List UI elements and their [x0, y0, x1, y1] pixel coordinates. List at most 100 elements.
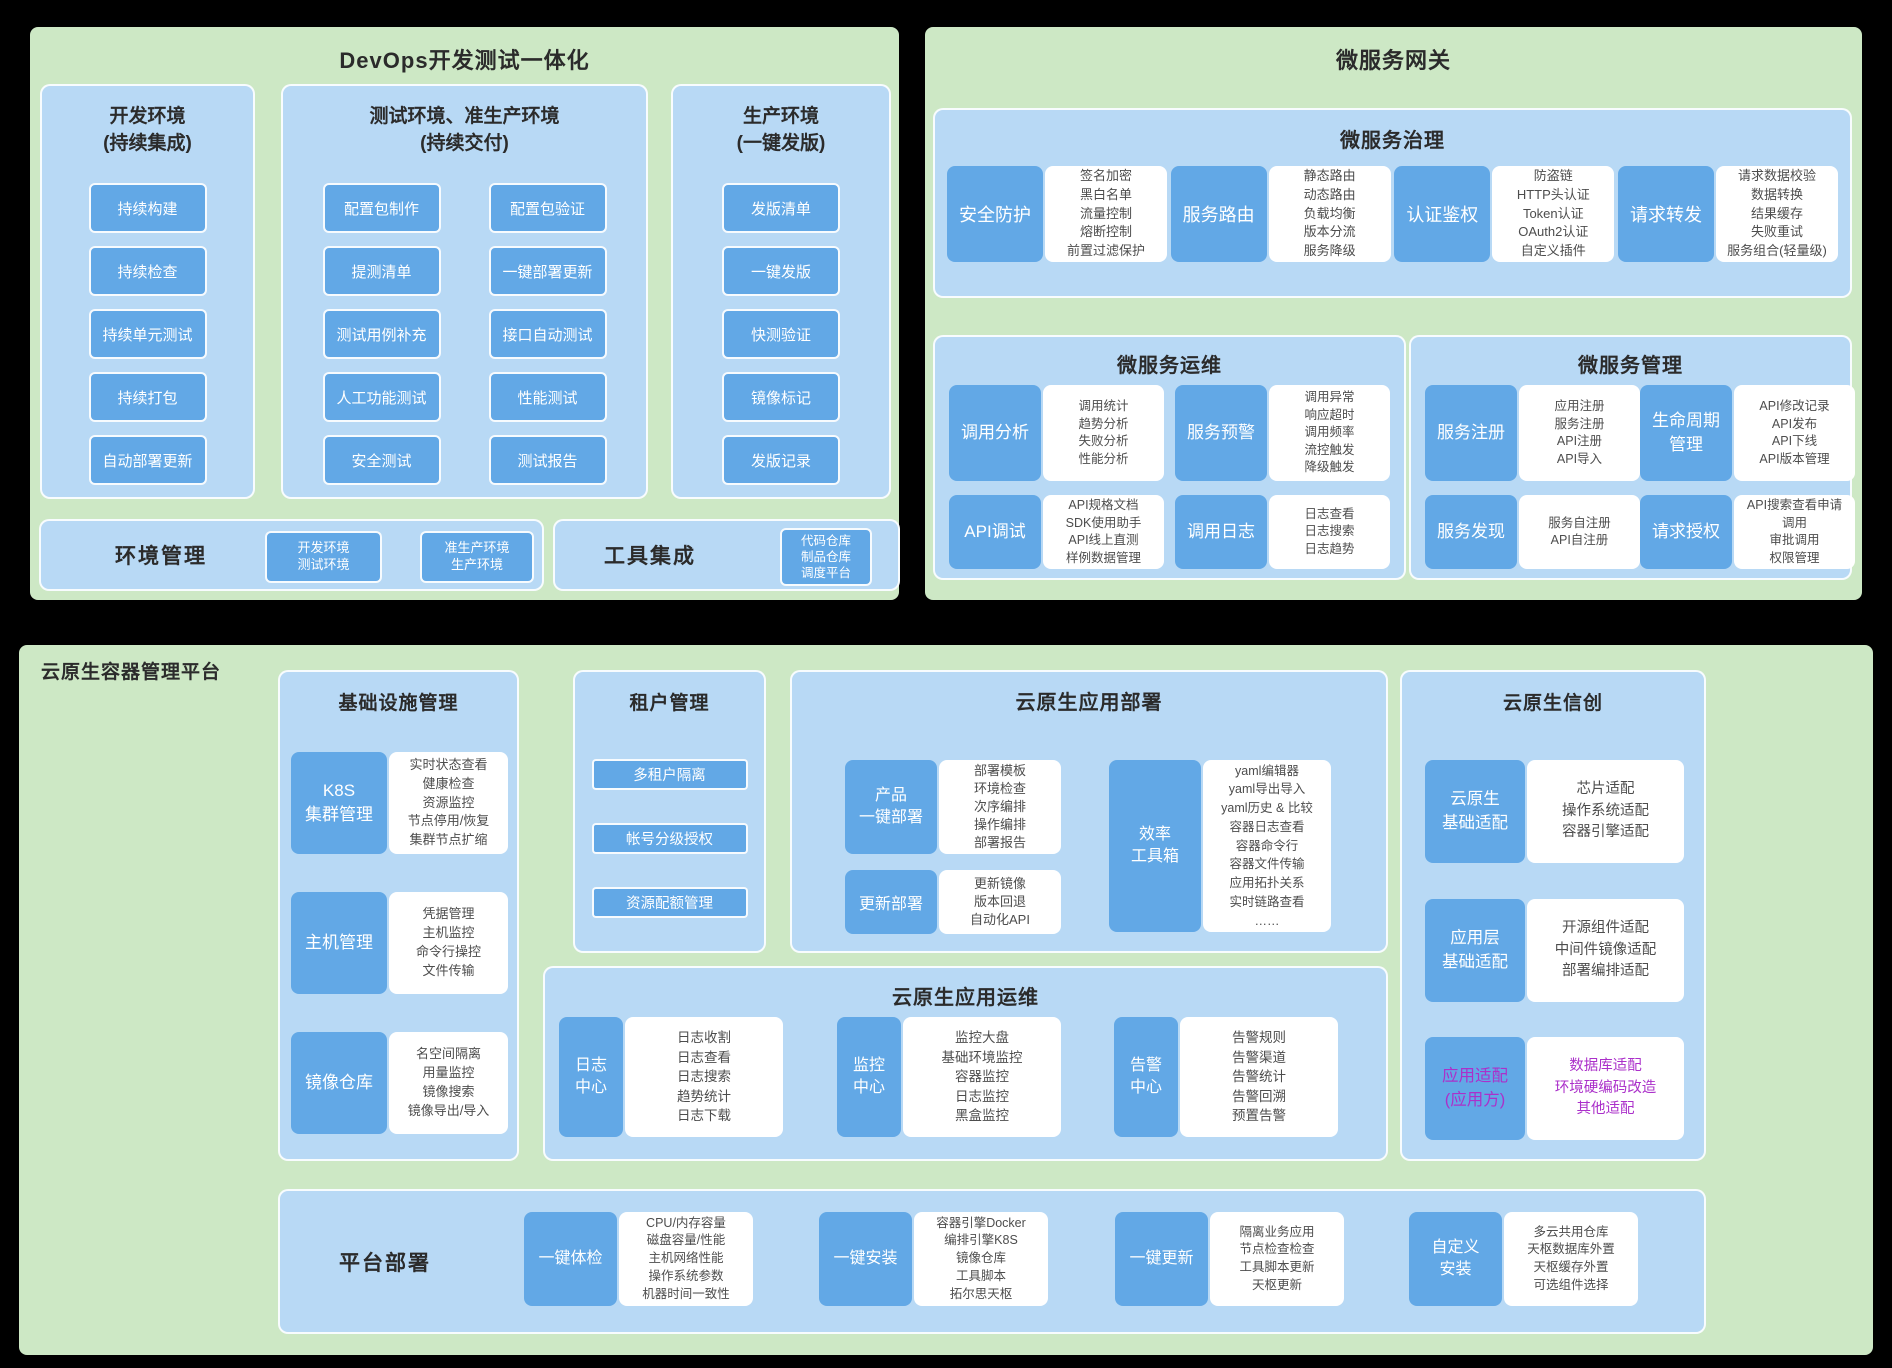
one-click-update-items: 隔离业务应用 节点检查检查 工具脚本更新 天枢更新 — [1210, 1212, 1344, 1306]
tenant-mgmt-title: 租户管理 — [629, 693, 710, 714]
platform-deploy-label: 平台部署 — [339, 1251, 431, 1275]
security-protection-items: 签名加密 黑白名单 流量控制 熔断控制 前置过滤保护 — [1045, 166, 1167, 262]
auth-label: 认证鉴权 — [1394, 166, 1491, 262]
group-update-deploy: 更新部署 更新镜像 版本回退 自动化API — [845, 870, 1061, 934]
node-config-pkg-verify: 配置包验证 — [488, 183, 607, 234]
infrastructure-box: 基础设施管理 K8S 集群管理 实时状态查看 健康检查 资源监控 节点停用/恢复… — [278, 670, 519, 1161]
image-registry-items: 名空间隔离 用量监控 镜像搜索 镜像导出/导入 — [389, 1032, 508, 1134]
app-ops-box: 云原生应用运维 日志 中心 日志收割 日志查看 日志搜索 趋势统计 日志下载 监… — [543, 966, 1388, 1161]
efficiency-toolbox-label: 效率 工具箱 — [1109, 760, 1201, 932]
node-manual-function-test: 人工功能测试 — [322, 372, 441, 423]
devops-panel: DevOps开发测试一体化 开发环境 (持续集成) 持续构建 持续检查 持续单元… — [30, 27, 900, 600]
gateway-panel: 微服务网关 微服务治理 安全防护 签名加密 黑白名单 流量控制 熔断控制 前置过… — [925, 27, 1862, 600]
service-register-label: 服务注册 — [1425, 385, 1517, 481]
ms-management-row2: 服务发现 服务自注册 API自注册 请求授权 API搜索查看申请 调用 审批调用… — [1425, 495, 1855, 569]
cloud-native-base-adapt-items: 芯片适配 操作系统适配 容器引擎适配 — [1527, 760, 1684, 863]
lifecycle-mgmt-label: 生命周期 管理 — [1640, 385, 1732, 481]
monitor-center-items: 监控大盘 基础环境监控 容器监控 日志监控 黑盒监控 — [903, 1017, 1061, 1137]
ms-governance-groups: 安全防护 签名加密 黑白名单 流量控制 熔断控制 前置过滤保护 服务路由 静态路… — [947, 166, 1838, 262]
tool-integration-box: 工具集成 代码仓库 制品仓库 调度平台 — [553, 519, 900, 591]
one-click-checkup-items: CPU/内存容量 磁盘容量/性能 主机网络性能 操作系统参数 机器时间一致性 — [619, 1212, 753, 1306]
group-one-click-update: 一键更新 隔离业务应用 节点检查检查 工具脚本更新 天枢更新 — [1115, 1212, 1344, 1306]
env-management-box: 环境管理 开发环境 测试环境 准生产环境 生产环境 — [39, 519, 544, 591]
infrastructure-title: 基础设施管理 — [338, 693, 459, 714]
ms-management-title: 微服务管理 — [1578, 355, 1683, 377]
ms-operations-box: 微服务运维 调用分析 调用统计 趋势分析 失败分析 性能分析 服务预警 调用异常… — [933, 335, 1406, 580]
request-authorization-items: API搜索查看申请 调用 审批调用 权限管理 — [1734, 495, 1855, 569]
group-service-alert: 服务预警 调用异常 响应超时 调用频率 流控触发 降级触发 — [1175, 385, 1390, 481]
prod-env-column: 生产环境 (一键发版) 发版清单 一键发版 快测验证 镜像标记 发版记录 — [671, 84, 891, 499]
dev-env-column: 开发环境 (持续集成) 持续构建 持续检查 持续单元测试 持续打包 自动部署更新 — [40, 84, 255, 499]
service-register-items: 应用注册 服务注册 API注册 API导入 — [1519, 385, 1640, 481]
service-alert-items: 调用异常 响应超时 调用频率 流控触发 降级触发 — [1269, 385, 1390, 481]
lifecycle-mgmt-items: API修改记录 API发布 API下线 API版本管理 — [1734, 385, 1855, 481]
app-deploy-box: 云原生应用部署 产品 一键部署 部署模板 环境检查 次序编排 操作编排 部署报告… — [790, 670, 1388, 953]
xinchuang-title: 云原生信创 — [1502, 693, 1603, 714]
prod-env-column-title: 生产环境 (一键发版) — [736, 106, 826, 154]
api-debug-items: API规格文档 SDK使用助手 API线上直测 样例数据管理 — [1043, 495, 1164, 569]
test-env-column-title: 测试环境、准生产环境 (持续交付) — [369, 106, 560, 154]
ms-management-row1: 服务注册 应用注册 服务注册 API注册 API导入 生命周期 管理 API修改… — [1425, 385, 1855, 481]
group-product-one-click-deploy: 产品 一键部署 部署模板 环境检查 次序编排 操作编排 部署报告 — [845, 760, 1061, 854]
test-env-nodes: 配置包制作 配置包验证 提测清单 一键部署更新 测试用例补充 接口自动测试 人工… — [322, 183, 607, 486]
tool-integration-label: 工具集成 — [604, 545, 696, 568]
group-service-discovery: 服务发现 服务自注册 API自注册 — [1425, 495, 1640, 569]
node-security-test: 安全测试 — [322, 435, 441, 486]
group-api-debug: API调试 API规格文档 SDK使用助手 API线上直测 样例数据管理 — [949, 495, 1164, 569]
node-image-tag: 镜像标记 — [722, 372, 840, 423]
node-release-record: 发版记录 — [722, 435, 840, 486]
node-quick-test-verify: 快测验证 — [722, 309, 840, 360]
group-call-analysis: 调用分析 调用统计 趋势分析 失败分析 性能分析 — [949, 385, 1164, 481]
dev-env-column-title: 开发环境 (持续集成) — [103, 106, 192, 154]
app-ops-title: 云原生应用运维 — [892, 987, 1039, 1009]
log-center-items: 日志收割 日志查看 日志搜索 趋势统计 日志下载 — [625, 1017, 783, 1137]
node-resource-quota-mgmt: 资源配额管理 — [591, 887, 748, 918]
request-authorization-label: 请求授权 — [1640, 495, 1732, 569]
group-image-registry: 镜像仓库 名空间隔离 用量监控 镜像搜索 镜像导出/导入 — [291, 1032, 508, 1134]
call-analysis-label: 调用分析 — [949, 385, 1041, 481]
request-forwarding-label: 请求转发 — [1617, 166, 1714, 262]
host-mgmt-items: 凭据管理 主机监控 命令行操控 文件传输 — [389, 892, 508, 994]
app-deploy-title: 云原生应用部署 — [1015, 692, 1163, 714]
product-one-click-deploy-label: 产品 一键部署 — [845, 760, 937, 854]
group-host-mgmt: 主机管理 凭据管理 主机监控 命令行操控 文件传输 — [291, 892, 508, 994]
group-lifecycle-mgmt: 生命周期 管理 API修改记录 API发布 API下线 API版本管理 — [1640, 385, 1855, 481]
prod-env-nodes: 发版清单 一键发版 快测验证 镜像标记 发版记录 — [722, 183, 840, 486]
node-one-click-release: 一键发版 — [722, 246, 840, 297]
ms-governance-box: 微服务治理 安全防护 签名加密 黑白名单 流量控制 熔断控制 前置过滤保护 服务… — [933, 108, 1852, 298]
group-custom-install: 自定义 安装 多云共用仓库 天枢数据库外置 天枢缓存外置 可选组件选择 — [1409, 1212, 1638, 1306]
group-k8s-cluster-mgmt: K8S 集群管理 实时状态查看 健康检查 资源监控 节点停用/恢复 集群节点扩缩 — [291, 752, 508, 854]
group-service-register: 服务注册 应用注册 服务注册 API注册 API导入 — [1425, 385, 1640, 481]
ms-management-box: 微服务管理 服务注册 应用注册 服务注册 API注册 API导入 生命周期 管理… — [1409, 335, 1855, 580]
update-deploy-label: 更新部署 — [845, 870, 937, 934]
group-request-forwarding: 请求转发 请求数据校验 数据转换 结果缓存 失败重试 服务组合(轻量级) — [1617, 166, 1838, 262]
efficiency-toolbox-items: yaml编辑器 yaml导出导入 yaml历史 & 比较 容器日志查看 容器命令… — [1203, 760, 1331, 932]
gateway-panel-title: 微服务网关 — [1335, 48, 1451, 73]
ms-governance-title: 微服务治理 — [1340, 130, 1445, 152]
group-app-layer-base-adapt: 应用层 基础适配 开源组件适配 中间件镜像适配 部署编排适配 — [1425, 899, 1684, 1002]
node-release-list: 发版清单 — [722, 183, 840, 234]
custom-install-label: 自定义 安装 — [1409, 1212, 1502, 1306]
product-one-click-deploy-items: 部署模板 环境检查 次序编排 操作编排 部署报告 — [939, 760, 1061, 854]
ms-operations-row2: API调试 API规格文档 SDK使用助手 API线上直测 样例数据管理 调用日… — [949, 495, 1390, 569]
tenant-nodes: 多租户隔离 帐号分级授权 资源配额管理 — [591, 759, 748, 918]
node-one-click-deploy-update: 一键部署更新 — [488, 246, 607, 297]
group-security-protection: 安全防护 签名加密 黑白名单 流量控制 熔断控制 前置过滤保护 — [947, 166, 1167, 262]
k8s-cluster-mgmt-label: K8S 集群管理 — [291, 752, 387, 854]
alert-center-items: 告警规则 告警渠道 告警统计 告警回溯 预置告警 — [1180, 1017, 1338, 1137]
group-service-routing: 服务路由 静态路由 动态路由 负载均衡 版本分流 服务降级 — [1170, 166, 1391, 262]
node-test-case-supplement: 测试用例补充 — [322, 309, 441, 360]
api-debug-label: API调试 — [949, 495, 1041, 569]
platform-deploy-box: 平台部署 一键体检 CPU/内存容量 磁盘容量/性能 主机网络性能 操作系统参数… — [278, 1189, 1706, 1334]
one-click-install-items: 容器引擎Docker 编排引擎K8S 镜像仓库 工具脚本 拓尔思天枢 — [914, 1212, 1048, 1306]
node-repos-platform: 代码仓库 制品仓库 调度平台 — [780, 528, 872, 586]
xinchuang-box: 云原生信创 云原生 基础适配 芯片适配 操作系统适配 容器引擎适配 应用层 基础… — [1400, 670, 1706, 1161]
service-routing-items: 静态路由 动态路由 负载均衡 版本分流 服务降级 — [1268, 166, 1391, 262]
app-adapt-items: 数据库适配 环境硬编码改造 其他适配 — [1527, 1037, 1684, 1140]
one-click-checkup-label: 一键体检 — [524, 1212, 617, 1306]
app-layer-base-adapt-label: 应用层 基础适配 — [1425, 899, 1525, 1002]
node-continuous-packaging: 持续打包 — [88, 372, 207, 423]
monitor-center-label: 监控 中心 — [837, 1017, 901, 1137]
dev-env-nodes: 持续构建 持续检查 持续单元测试 持续打包 自动部署更新 — [88, 183, 207, 486]
